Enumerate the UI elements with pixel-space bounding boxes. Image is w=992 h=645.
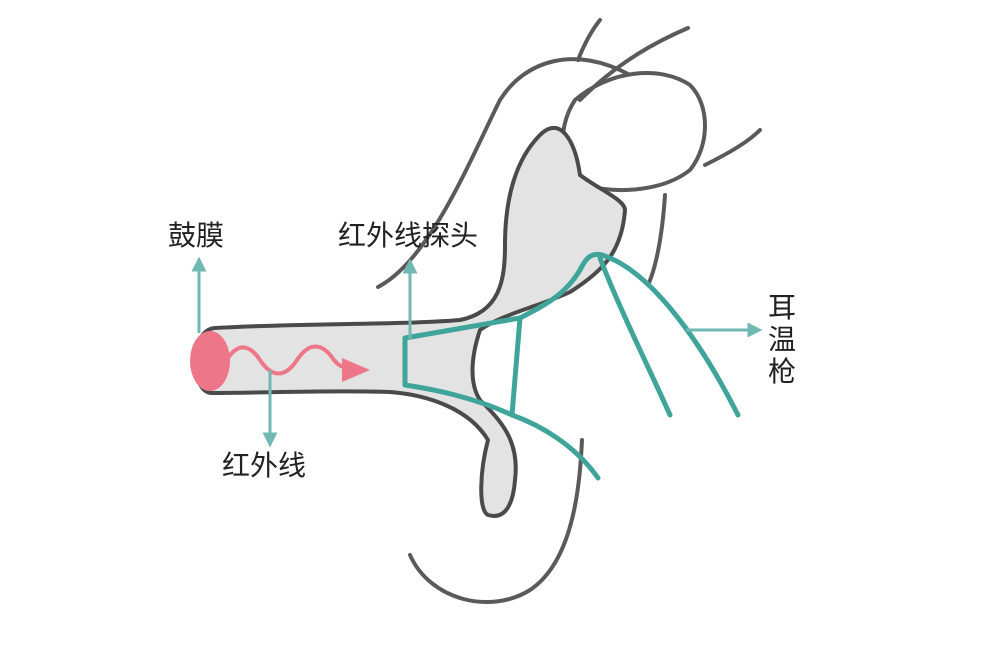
thermometer-body-top <box>517 251 605 321</box>
thermometer-body-bottom <box>509 412 601 481</box>
finger-upper <box>578 26 690 102</box>
thermometer-handle-right <box>599 252 741 418</box>
thermometer-handle-left <box>597 255 673 418</box>
ear-top-line <box>576 18 602 62</box>
eardrum-label: 鼓膜 <box>168 219 225 252</box>
outer-ear-outline <box>376 57 632 289</box>
ear-right-line <box>703 128 762 167</box>
ear-side-line <box>646 193 667 287</box>
infrared-arrowhead <box>342 358 370 382</box>
infrared-wave <box>220 344 362 376</box>
eardrum-shape <box>190 331 230 391</box>
probe-label: 红外线探头 <box>338 219 479 252</box>
finger-outline <box>560 71 707 192</box>
infrared-label: 红外线 <box>222 449 307 482</box>
thermometer-label: 耳温枪 <box>768 291 797 388</box>
ear-lobe-outline <box>408 438 584 605</box>
